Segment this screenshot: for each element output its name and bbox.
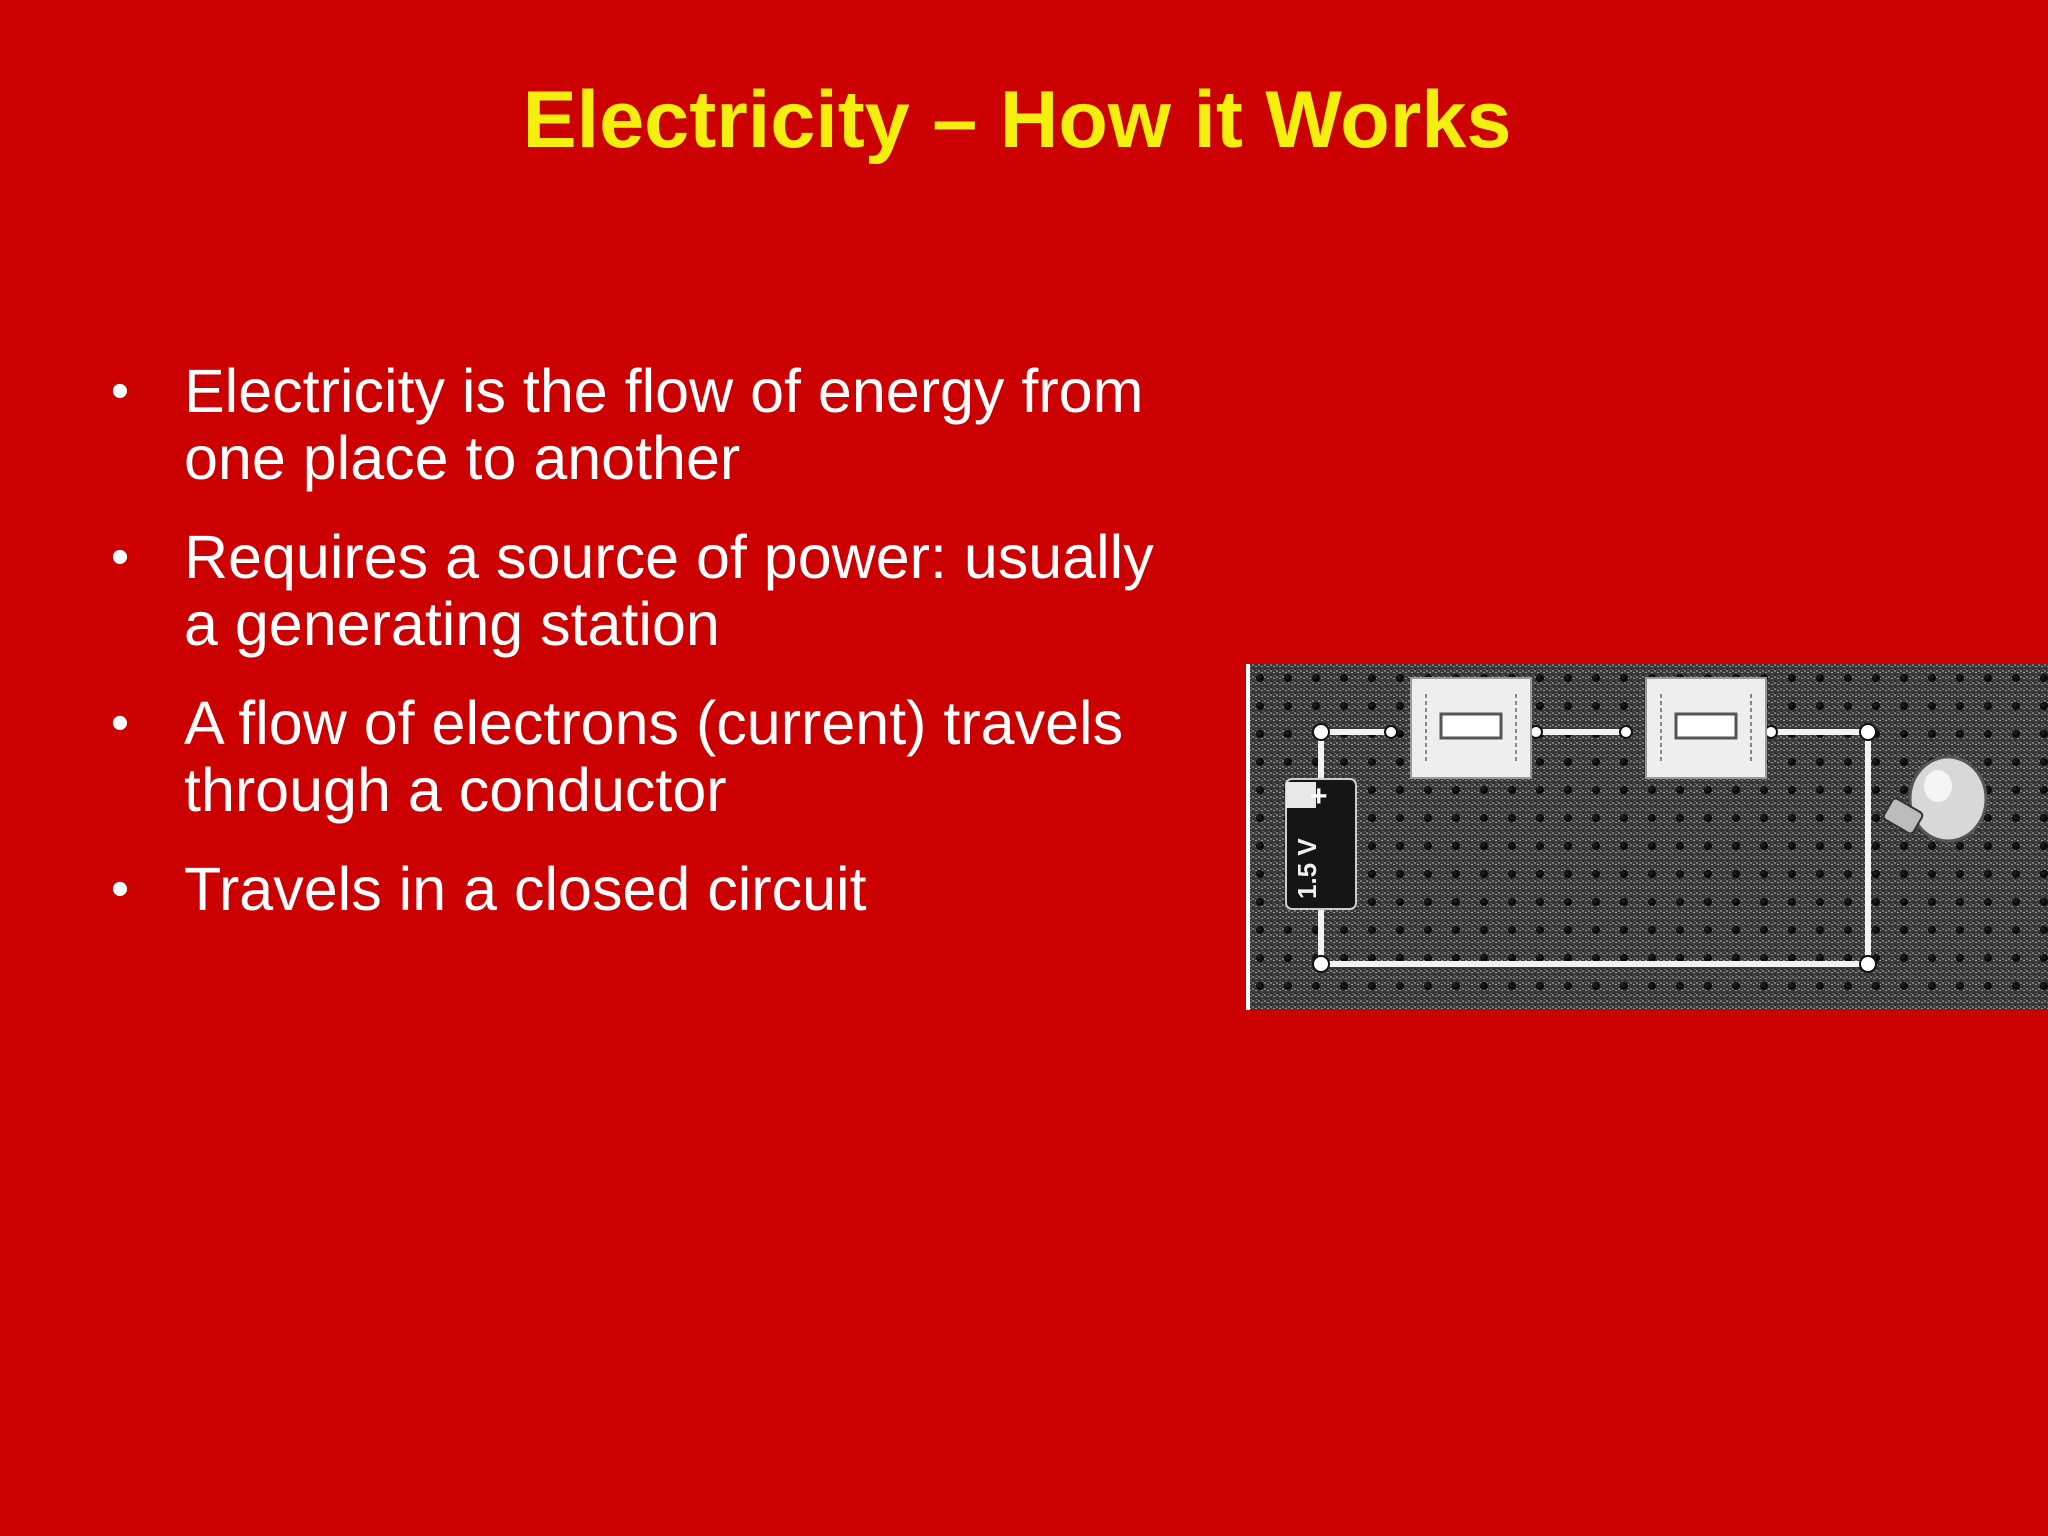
knife-switch-2 (1645, 677, 1767, 779)
bullet-item: • Travels in a closed circuit (100, 856, 1160, 923)
bullet-dot-icon: • (110, 362, 130, 420)
battery-voltage-label: 1.5 V (1292, 838, 1322, 899)
battery-icon: + 1.5 V (1285, 778, 1357, 910)
bullet-list: • Electricity is the flow of energy from… (100, 358, 1160, 955)
photo-left-edge (1246, 664, 1250, 1010)
bullet-dot-icon: • (110, 860, 130, 918)
circuit-wires (1318, 729, 1871, 967)
bullet-text: Travels in a closed circuit (184, 855, 867, 923)
bullet-text: Requires a source of power: usually a ge… (184, 523, 1154, 658)
bullet-text: Electricity is the flow of energy from o… (184, 357, 1144, 492)
circuit-board-photo: + 1.5 V (1246, 664, 2048, 1010)
terminal-clips (1312, 723, 1877, 973)
bullet-dot-icon: • (110, 694, 130, 752)
bullet-text: A flow of electrons (current) travels th… (184, 689, 1124, 824)
bullet-item: • Electricity is the flow of energy from… (100, 358, 1160, 492)
bullet-dot-icon: • (110, 528, 130, 586)
battery-plus-label: + (1310, 780, 1328, 813)
light-bulb-icon (1882, 755, 1988, 843)
bullet-item: • Requires a source of power: usually a … (100, 524, 1160, 658)
bullet-item: • A flow of electrons (current) travels … (100, 690, 1160, 824)
slide-title: Electricity – How it Works (522, 75, 1512, 165)
knife-switch-1 (1410, 677, 1532, 779)
